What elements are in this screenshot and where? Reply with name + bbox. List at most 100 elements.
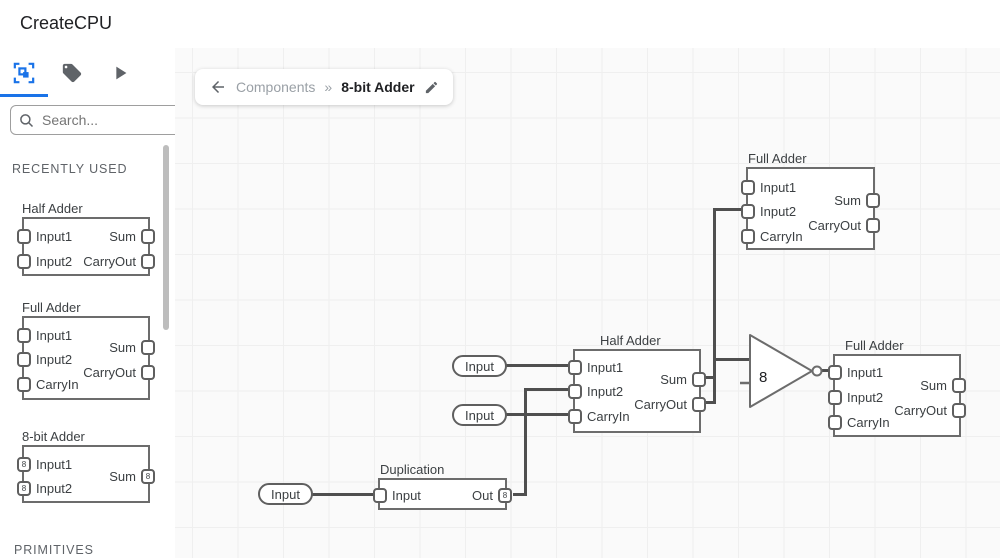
not-gate-triangle[interactable] [749,334,813,408]
component-body: Input1 Input2 Sum CarryOut [17,217,155,276]
input-port[interactable] [568,384,582,399]
search-icon [19,113,34,128]
port-label: Input2 [36,481,73,496]
input-port[interactable] [373,488,387,503]
port-label: Sum [920,378,947,393]
wire[interactable] [524,388,527,496]
output-port[interactable] [866,218,880,233]
input-port-bus[interactable]: 8 [17,457,31,472]
edit-pencil-icon[interactable] [424,80,439,95]
component-body: Input Out 8 [373,478,512,510]
output-port-bus[interactable]: 8 [141,469,155,484]
component-title: Full Adder [22,300,81,315]
app-title: CreateCPU [20,13,113,33]
sidebar: RECENTLY USED Half Adder Input1 Input2 S… [0,48,185,558]
port-label: Input [392,488,421,503]
port-label: Sum [660,372,687,387]
output-port[interactable] [952,378,966,393]
tag-icon [61,62,83,84]
port-label: CarryIn [760,229,803,244]
breadcrumb-parent[interactable]: Components [236,79,316,95]
input-port[interactable] [17,254,31,269]
input-port[interactable] [828,390,842,405]
input-pill[interactable]: Input [258,483,313,505]
port-label: Input2 [36,254,73,269]
wire[interactable] [821,369,834,372]
component-title: 8-bit Adder [22,429,85,444]
input-port[interactable] [17,352,31,367]
input-port[interactable] [17,377,31,392]
output-port-bus[interactable]: 8 [498,488,512,503]
output-port[interactable] [141,229,155,244]
pill-label: Input [465,358,494,374]
component-select-icon [13,62,35,84]
input-port[interactable] [741,229,755,244]
not-gate-bus-label: 8 [759,369,767,386]
search-box[interactable] [10,105,185,135]
wire[interactable] [505,413,568,416]
output-port[interactable] [141,340,155,355]
port-label: Input1 [847,365,884,380]
back-arrow-icon[interactable] [209,78,227,96]
port-label: CarryOut [83,254,136,269]
node-full-adder-right[interactable]: Full Adder Input1 Input2 CarryIn Sum Car… [828,338,966,437]
wire[interactable] [505,364,568,367]
port-label: Input1 [587,360,624,375]
not-gate[interactable]: 8 [738,330,833,415]
output-port[interactable] [141,254,155,269]
wire[interactable] [713,208,741,211]
section-primitives: PRIMITIVES [14,543,94,557]
input-pill[interactable]: Input [452,355,507,377]
output-port[interactable] [866,193,880,208]
input-port-bus[interactable]: 8 [17,481,31,496]
wire[interactable] [706,401,716,404]
input-port[interactable] [741,204,755,219]
port-label: CarryOut [808,218,861,233]
input-port[interactable] [17,328,31,343]
port-label: CarryOut [894,403,947,418]
port-label: Input2 [587,384,624,399]
preview-half-adder[interactable]: Half Adder Input1 Input2 Sum CarryOut [17,201,155,276]
component-body: Input1 Input2 Sum 8 8 8 [17,445,155,503]
pill-label: Input [465,407,494,423]
output-port[interactable] [692,372,706,387]
active-tab-indicator [0,94,48,97]
tab-simulation[interactable] [96,48,144,97]
input-port[interactable] [568,360,582,375]
wire[interactable] [524,388,568,391]
node-full-adder-top[interactable]: Full Adder Input1 Input2 CarryIn Sum Car… [741,151,880,250]
component-body: Input1 Input2 CarryIn Sum CarryOut [741,167,880,250]
input-port[interactable] [17,229,31,244]
output-port[interactable] [692,397,706,412]
not-gate-bubble[interactable] [811,365,823,377]
port-label: CarryIn [847,415,890,430]
wire[interactable] [713,208,716,404]
port-label: CarryIn [36,377,79,392]
input-pill[interactable]: Input [452,404,507,426]
port-label: Sum [109,229,136,244]
preview-full-adder[interactable]: Full Adder Input1 Input2 CarryIn Sum Car… [17,300,155,400]
sidebar-scrollbar[interactable] [163,145,169,330]
node-half-adder[interactable]: Half Adder Input1 Input2 CarryIn Sum Car… [568,333,706,433]
input-port[interactable] [568,409,582,424]
port-label: Input2 [847,390,884,405]
input-port[interactable] [828,415,842,430]
input-port[interactable] [741,180,755,195]
breadcrumb: Components » 8-bit Adder [195,69,453,105]
wire[interactable] [513,493,527,496]
port-label: Out [472,488,493,503]
port-label: Input1 [36,229,73,244]
wire[interactable] [706,376,716,379]
tab-components[interactable] [0,48,48,97]
editor-canvas[interactable]: Input Input Input Full Adder Input1 Inpu… [175,48,1000,558]
output-port[interactable] [952,403,966,418]
preview-8bit-adder[interactable]: 8-bit Adder Input1 Input2 Sum 8 8 8 [17,429,155,503]
wire[interactable] [311,493,373,496]
node-duplication[interactable]: Duplication Input Out 8 [373,462,512,510]
input-port[interactable] [828,365,842,380]
pill-label: Input [271,486,300,502]
search-input[interactable] [40,111,154,129]
tab-labels[interactable] [48,48,96,97]
output-port[interactable] [141,365,155,380]
wire[interactable] [713,358,750,361]
